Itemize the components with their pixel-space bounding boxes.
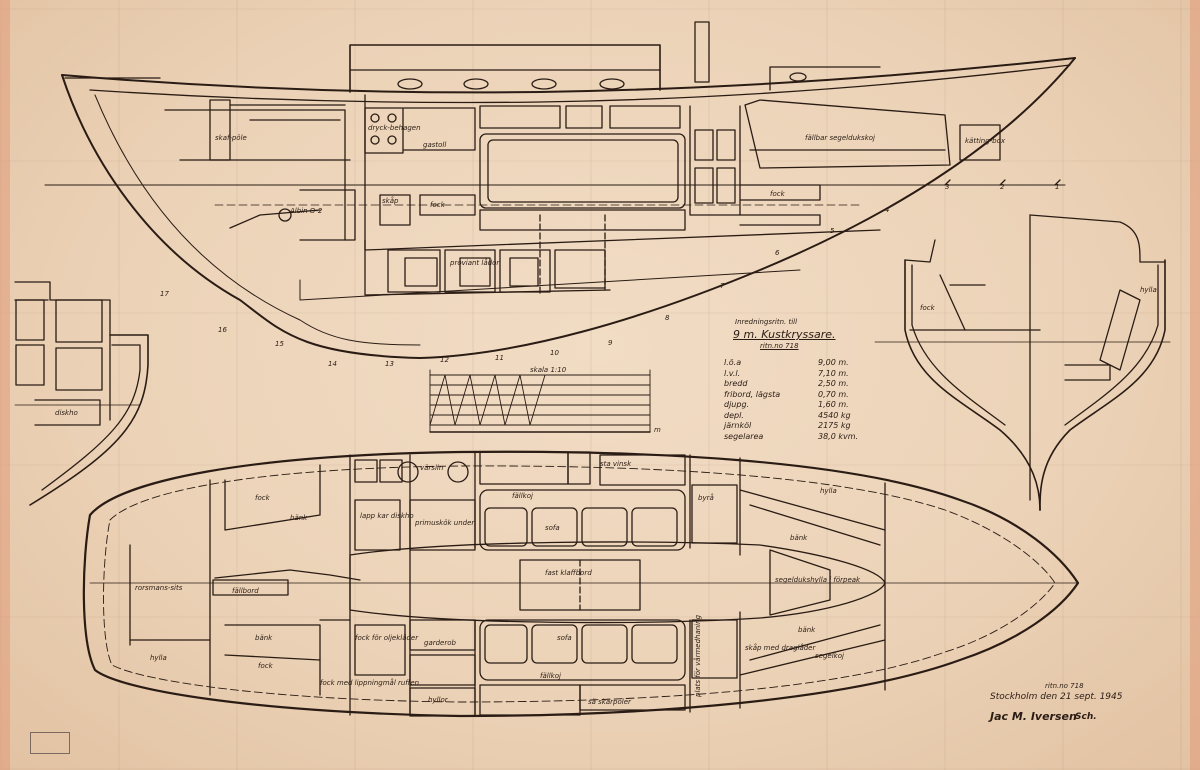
spec-value: 0,70 m. bbox=[818, 389, 849, 399]
label-proviant: proviant lådor bbox=[449, 258, 500, 267]
label-plan-sa-skarpoler: sä skärpoler bbox=[588, 698, 632, 706]
label-plan-fock-1: fock bbox=[255, 494, 271, 502]
scale-bar bbox=[429, 369, 651, 433]
initials: Sch. bbox=[1075, 712, 1097, 722]
spec-labels: l.ö.a l.v.l. bredd fribord, lägsta djupg… bbox=[724, 358, 780, 442]
station-8: 8 bbox=[665, 314, 670, 322]
label-plan-garderob: garderob bbox=[424, 639, 457, 647]
label-plan-lapp: lapp kar diskho bbox=[360, 512, 414, 520]
label-fallbar: fällbar segeldukskoj bbox=[805, 134, 875, 142]
station-15: 15 bbox=[275, 340, 284, 348]
label-plan-fock-oljeklader: fock för oljekläder bbox=[355, 634, 419, 642]
label-plan-sofa-2: sofa bbox=[557, 634, 572, 642]
label-plan-primus: primuskök under bbox=[414, 519, 475, 527]
spec-label: depl. bbox=[724, 410, 744, 420]
station-16: 16 bbox=[218, 326, 227, 334]
left-edge-strip bbox=[0, 0, 10, 770]
label-skafpolle: skaf-pöle bbox=[215, 134, 247, 142]
label-plan-sofa-1: sofa bbox=[545, 524, 560, 532]
spec-values: 9,00 m. 7,10 m. 2,50 m. 0,70 m. 1,60 m. … bbox=[818, 358, 858, 442]
label-plan-segelduk: segeldukshylla i förpeak bbox=[775, 576, 861, 584]
label-plan-varstin: värslin bbox=[420, 464, 443, 472]
station-17: 17 bbox=[160, 290, 169, 298]
label-plan-skap-drag: skåp med draglåder bbox=[745, 643, 816, 652]
spec-label: l.v.l. bbox=[724, 368, 741, 378]
spec-label: fribord, lägsta bbox=[724, 389, 781, 399]
scale-unit: m bbox=[654, 426, 661, 434]
label-section-hylla: hylla bbox=[1140, 286, 1157, 294]
label-plan-bank-3: bänk bbox=[255, 634, 273, 642]
label-gastoll: gastoll bbox=[423, 141, 446, 149]
right-edge-strip bbox=[1190, 0, 1200, 770]
label-albin: Albin O-2 bbox=[289, 207, 323, 215]
spec-label: bredd bbox=[724, 379, 748, 388]
station-1: 1 bbox=[1055, 183, 1059, 191]
title-line-1: Inredningsritn. till bbox=[735, 318, 798, 326]
spec-value: 2,50 m. bbox=[818, 379, 849, 388]
plan-view bbox=[82, 450, 1080, 718]
drawing-number: ritn.no 718 bbox=[1045, 682, 1084, 690]
profile-view bbox=[44, 21, 1076, 359]
title-line-2: 9 m. Kustkryssare. bbox=[733, 328, 836, 341]
station-7: 7 bbox=[720, 282, 725, 290]
station-5: 5 bbox=[830, 227, 835, 235]
place-date: Stockholm den 21 sept. 1945 bbox=[990, 692, 1123, 702]
station-13: 13 bbox=[385, 360, 394, 368]
label-plan-hyllor: hyllor bbox=[428, 696, 449, 704]
label-fock-profile-2: fock bbox=[430, 201, 446, 209]
signature: Jac M. Iversen bbox=[990, 710, 1077, 723]
archive-stamp bbox=[30, 732, 70, 754]
section-view-left bbox=[14, 281, 149, 506]
label-skap: skåp bbox=[382, 196, 399, 205]
label-section-diskho: diskho bbox=[55, 409, 78, 417]
label-plan-plats: plats för vårmedhaning bbox=[693, 614, 702, 698]
label-plan-hylla-1: hylla bbox=[820, 487, 837, 495]
station-3: 3 bbox=[945, 183, 949, 191]
spec-value: 2175 kg bbox=[818, 421, 851, 430]
label-plan-fallkoj-2: fällkoj bbox=[540, 672, 561, 680]
station-4: 4 bbox=[885, 206, 889, 214]
scale-label: skala 1:10 bbox=[530, 366, 567, 374]
section-view-right bbox=[874, 214, 1171, 511]
spec-value: 9,00 m. bbox=[818, 358, 849, 367]
label-plan-bank-4: bänk bbox=[290, 514, 308, 522]
spec-label: l.ö.a bbox=[724, 358, 742, 367]
label-plan-hylla-2: hylla bbox=[150, 654, 167, 662]
spec-label: järnköl bbox=[724, 421, 752, 430]
label-spis: dryck-behagen bbox=[368, 124, 421, 132]
title-line-3: ritn.no 718 bbox=[760, 342, 799, 350]
station-14: 14 bbox=[328, 360, 337, 368]
label-plan-fock-2: fock bbox=[258, 662, 274, 670]
label-plan-fast: fast klaffbord bbox=[545, 569, 592, 577]
station-10: 10 bbox=[550, 349, 559, 357]
label-plan-fallkoj-1: fällkoj bbox=[512, 492, 533, 500]
label-plan-bank-1: bänk bbox=[790, 534, 808, 542]
station-2: 2 bbox=[1000, 183, 1005, 191]
spec-value: 1,60 m. bbox=[818, 400, 849, 409]
label-plan-byra: byrå bbox=[698, 493, 714, 502]
label-plan-segelkoj: segelkoj bbox=[815, 652, 844, 660]
spec-value: 7,10 m. bbox=[818, 368, 849, 378]
label-kattingbox: kätting-box bbox=[965, 137, 1006, 145]
label-plan-bank-2: bänk bbox=[798, 626, 816, 634]
spec-value: 38,0 kvm. bbox=[818, 431, 859, 441]
station-11: 11 bbox=[495, 354, 504, 362]
label-fock-profile-1: fock bbox=[770, 190, 786, 198]
label-plan-fock-med: fock med lippningmål ruffen bbox=[320, 678, 419, 687]
label-plan-falbord: fällbord bbox=[232, 587, 259, 595]
spec-label: segelarea bbox=[724, 431, 764, 441]
label-plan-rorsman: rorsmans-sits bbox=[135, 584, 183, 592]
station-9: 9 bbox=[608, 339, 613, 347]
label-plan-sta-vinsk: sta vinsk bbox=[600, 460, 632, 468]
station-12: 12 bbox=[440, 356, 449, 364]
spec-label: djupg. bbox=[724, 400, 750, 409]
spec-value: 4540 kg bbox=[818, 410, 851, 420]
label-section-fock: fock bbox=[920, 304, 936, 312]
station-6: 6 bbox=[775, 249, 780, 257]
